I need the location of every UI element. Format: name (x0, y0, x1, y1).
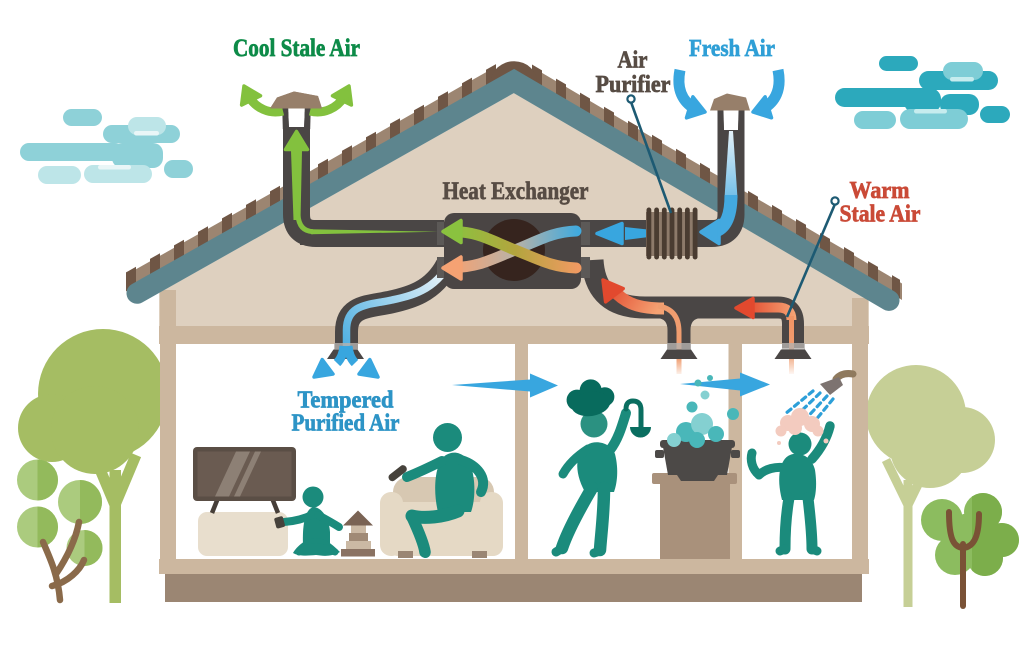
svg-text:Cool Stale Air: Cool Stale Air (233, 35, 360, 62)
svg-text:Heat Exchanger: Heat Exchanger (443, 178, 589, 205)
svg-text:Fresh Air: Fresh Air (689, 36, 775, 62)
svg-text:Purifier: Purifier (596, 72, 671, 98)
svg-text:Stale Air: Stale Air (840, 202, 921, 228)
svg-text:Tempered: Tempered (298, 388, 395, 414)
svg-text:Purified Air: Purified Air (292, 411, 400, 437)
svg-text:Warm: Warm (850, 178, 910, 204)
svg-text:Air: Air (618, 48, 648, 74)
